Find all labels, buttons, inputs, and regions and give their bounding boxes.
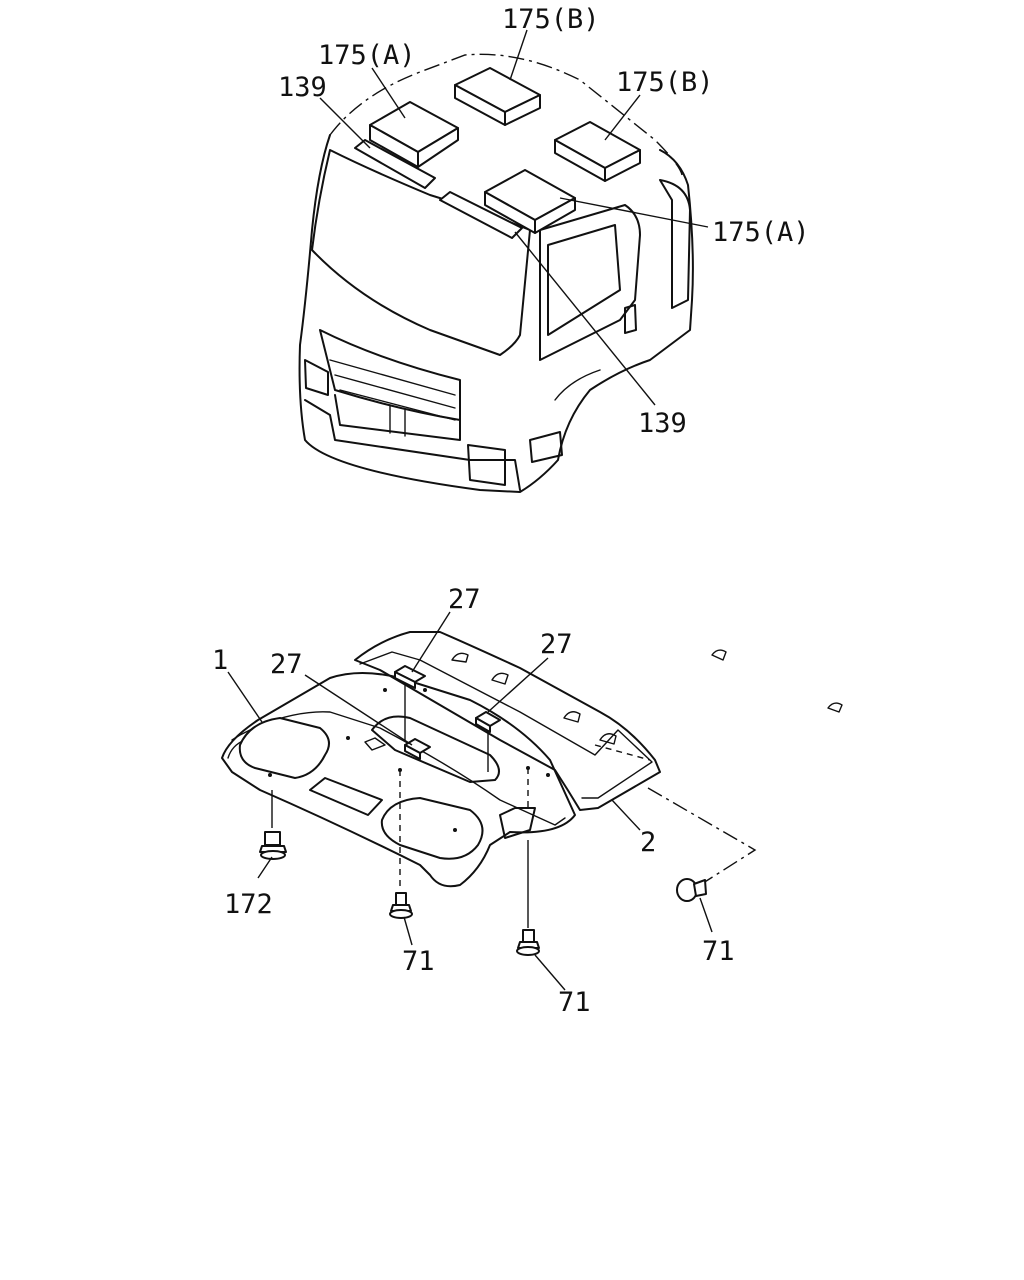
bumper [304, 399, 521, 491]
leader-175B-right [604, 94, 641, 141]
dash-rear [594, 744, 651, 761]
callout-175A-left: 175(A) [318, 40, 416, 71]
callout-71-c: 71 [702, 936, 735, 967]
leader-71-c [699, 897, 713, 933]
leader-1 [227, 671, 263, 723]
side-window [539, 204, 641, 361]
dashdot-71-c [647, 787, 757, 886]
callout-139-left: 139 [278, 72, 327, 103]
leader-71-a [403, 916, 413, 946]
rear-bracket [499, 807, 536, 839]
leader-175A-left [371, 67, 406, 119]
hole [268, 773, 272, 777]
rear-side-panel [659, 179, 691, 309]
callout-139-bottom: 139 [638, 408, 687, 439]
front-panel [319, 329, 461, 421]
visor-pocket-left [238, 717, 330, 779]
leader-139-bottom [514, 231, 656, 406]
leader-27-right [487, 657, 549, 713]
wheel-arch [554, 369, 601, 401]
headliner-front-panel [221, 672, 576, 888]
callout-175A-right: 175(A) [712, 217, 810, 248]
pad-175A-right-end [534, 197, 576, 234]
callout-1: 1 [212, 645, 228, 676]
leader-2 [611, 799, 641, 831]
leader-71-b [534, 954, 566, 991]
pad-drop-lines [404, 685, 489, 772]
strip-139-right [439, 191, 523, 239]
callout-172: 172 [224, 889, 273, 920]
side-window-inner [547, 224, 621, 336]
headliner-rear-panel [354, 631, 661, 811]
pad-175B-top-end [504, 94, 541, 126]
truck-cab-drawing: 175(B) 175(A) 139 175(B) 175(A) 139 [278, 4, 810, 493]
hole [346, 736, 350, 740]
center-lamp-recess [309, 777, 383, 816]
grille-lines [329, 359, 456, 421]
screw-172 [259, 831, 287, 860]
callout-27-right: 27 [540, 629, 573, 660]
callout-71-a: 71 [402, 946, 435, 977]
screw-71-a [389, 892, 413, 919]
leader-27-top [411, 611, 451, 673]
rear-panel-inner [359, 651, 653, 799]
rear-clips [451, 649, 843, 745]
callout-175B-right: 175(B) [616, 67, 714, 98]
pad-175A-left-end [417, 127, 459, 168]
callout-71-b: 71 [558, 987, 591, 1018]
hole [423, 688, 427, 692]
side-marker [529, 431, 563, 463]
small-clip [364, 737, 386, 751]
pad-27-top-side [394, 671, 416, 689]
hole [546, 773, 550, 777]
screw-71-b [516, 929, 540, 956]
hole [383, 688, 387, 692]
leader-175B-top [509, 29, 528, 81]
lower-grille [334, 394, 461, 441]
visor-pocket-right [380, 797, 484, 860]
fog-lamp-left [304, 359, 329, 396]
center-opening [371, 715, 500, 783]
door-handle [624, 304, 637, 334]
leader-139-left [319, 97, 371, 149]
callout-175B-top: 175(B) [502, 4, 600, 35]
fog-lamp-right [467, 444, 506, 486]
plate-area [389, 404, 406, 437]
callout-27-top: 27 [448, 584, 481, 615]
strip-139-left [354, 139, 436, 189]
windshield [311, 149, 531, 356]
cab-body [298, 134, 694, 493]
leader-27-left [304, 674, 413, 746]
pad-27-right-side [475, 717, 491, 733]
pad-175B-right-end [604, 149, 641, 182]
hole [453, 828, 457, 832]
roof-outline [329, 53, 683, 176]
pad-27-left-side [404, 744, 421, 760]
headliner-drawing: 27 27 27 1 2 172 71 71 71 [212, 584, 843, 1018]
callout-27-left: 27 [270, 649, 303, 680]
leader-172 [257, 856, 273, 879]
leader-175A-right [559, 197, 709, 228]
callout-2: 2 [640, 827, 656, 858]
clip-71-c [676, 878, 707, 902]
